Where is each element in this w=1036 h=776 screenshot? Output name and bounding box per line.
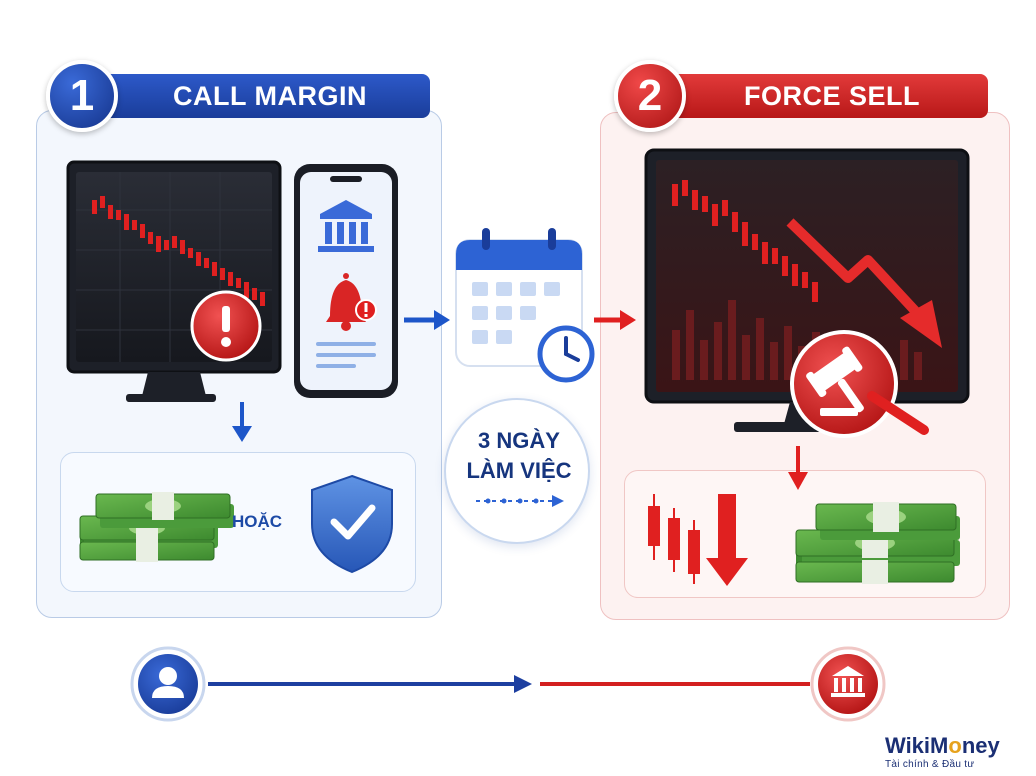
working-days-line1: 3 NGÀY xyxy=(478,428,560,453)
call-margin-header: CALL MARGIN xyxy=(70,74,430,118)
money-stack-icon xyxy=(795,502,960,584)
bank-icon xyxy=(318,200,374,252)
working-days-line2: LÀM VIỆC xyxy=(466,458,572,483)
step-1-number: 1 xyxy=(69,71,95,120)
step-2-number: 2 xyxy=(637,71,663,120)
call-margin-title: CALL MARGIN xyxy=(173,80,367,111)
force-sell-header: FORCE SELL xyxy=(640,74,988,118)
wikimoney-logo: WikiMoney Tài chính & Đầu tư xyxy=(885,733,1025,771)
step-1-badge: 1 xyxy=(46,60,118,132)
step-2-badge: 2 xyxy=(614,60,686,132)
force-sell-title: FORCE SELL xyxy=(743,80,920,111)
working-days-badge: 3 NGÀY LÀM VIỆC xyxy=(444,398,590,544)
clock-icon xyxy=(537,325,595,383)
money-stack-icon xyxy=(79,492,234,562)
warning-icon xyxy=(190,290,262,362)
arrow-to-force-sell-icon xyxy=(594,310,636,330)
monitor-icon xyxy=(66,160,282,402)
flow-arrow-blue-icon xyxy=(208,675,532,693)
bell-alert-icon xyxy=(326,273,377,331)
arrow-down-blue-icon xyxy=(232,402,252,442)
timeline-arrow-icon xyxy=(476,495,564,507)
down-arrow-icon xyxy=(706,494,748,586)
or-label: HOẶC xyxy=(232,512,283,531)
gavel-icon xyxy=(790,330,929,438)
bank-icon xyxy=(810,646,886,722)
falling-candles-icon xyxy=(648,494,700,584)
arrow-down-red-icon xyxy=(788,446,808,490)
logo-wordmark: WikiMoney xyxy=(885,733,1000,758)
user-icon xyxy=(130,646,206,722)
logo-tagline: Tài chính & Đầu tư xyxy=(885,759,975,770)
monitor-icon xyxy=(644,148,970,432)
shield-check-icon xyxy=(311,474,393,574)
arrow-to-calendar-icon xyxy=(404,310,450,330)
text-lines-icon xyxy=(316,342,376,368)
